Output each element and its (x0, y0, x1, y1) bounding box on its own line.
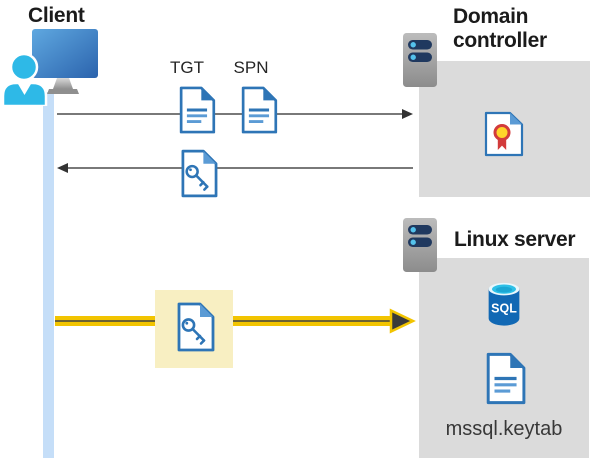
linux-server-icon (402, 217, 438, 273)
domain-controller-label: Domain controller (453, 5, 547, 52)
highlighted-key-ticket-icon (175, 301, 215, 353)
ticket-response-arrow (57, 163, 413, 173)
sql-database-icon: SQL (488, 282, 520, 326)
spn-label: SPN (233, 58, 269, 77)
sql-icon-label: SQL (491, 302, 517, 316)
domain-controller-server-icon (402, 32, 438, 88)
keytab-file-icon (484, 352, 526, 405)
keytab-file-label: mssql.keytab (445, 418, 563, 440)
ticket-request-arrow (57, 109, 413, 119)
key-ticket-icon (179, 149, 218, 198)
tgt-label: TGT (170, 58, 204, 77)
client-timeline-bar (43, 92, 54, 458)
service-ticket-arrow (55, 308, 416, 334)
spn-ticket-icon (239, 86, 278, 134)
certificate-icon (484, 111, 524, 157)
client-label: Client (28, 4, 85, 27)
client-computer-icon (2, 29, 98, 106)
tgt-ticket-icon (177, 86, 216, 134)
linux-server-label: Linux server (454, 228, 576, 251)
